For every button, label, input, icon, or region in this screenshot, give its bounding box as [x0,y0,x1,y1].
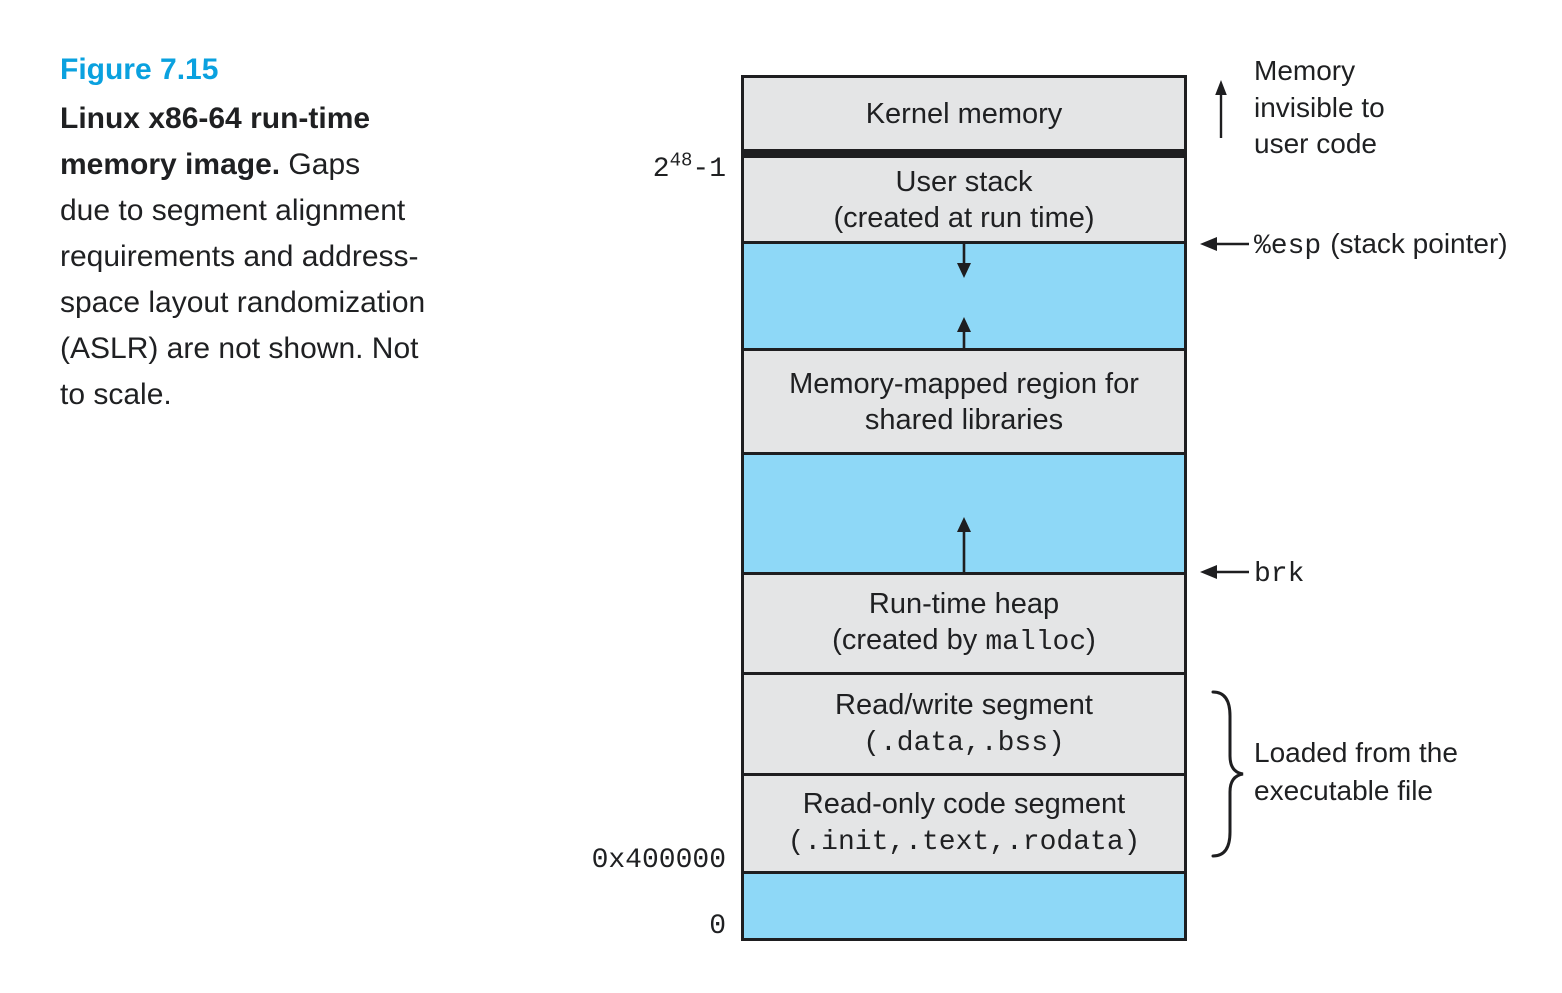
annotation-line: Memory [1254,55,1356,86]
segment-heap-growth-gap [744,452,1184,572]
segment-label: Run-time heap [868,588,1060,620]
caption-line: Linux x86-64 run-time [60,102,371,135]
caption-line: memory image. Gaps [60,148,361,181]
annotation-line: Loaded from the [1254,737,1458,768]
segment-label: (.init,.text,.rodata) [787,827,1141,858]
annotation-loaded-from-executable: Loaded from the executable file [1254,734,1458,810]
segment-read-only-segment: Read-only code segment (.init,.text,.roda… [744,773,1184,871]
heap-up-arrow-icon [953,517,975,572]
segment-stack-growth-gap [744,241,1184,348]
left-arrow-esp-icon [1199,235,1251,253]
address-label-start: 0x400000 [591,845,726,876]
segment-label: Kernel memory [865,97,1063,130]
figure-number: Figure 7.15 [60,53,219,86]
address-label-top: 248-1 [652,149,726,185]
caption-line: space layout randomization [60,286,426,319]
segment-user-stack: User stack(created at run time) [744,158,1184,241]
left-arrow-brk-icon [1199,563,1251,581]
segment-label: shared libraries [864,403,1064,436]
brace-icon [1210,690,1246,858]
caption-line: (ASLR) are not shown. Not [60,332,419,365]
segment-label: (created by malloc) [832,624,1096,658]
segment-label: Read/write segment [835,688,1093,721]
caption-line: requirements and address- [60,240,419,273]
caption-line: due to segment alignment [60,194,406,227]
segment-label: (.data,.bss) [863,727,1065,759]
figure-caption: Figure 7.15 Linux x86-64 run-time memory … [60,50,530,418]
annotation-memory-invisible: Memory invisible to user code [1254,53,1385,163]
annotation-line: executable file [1254,775,1434,806]
annotation-line: user code [1254,128,1377,159]
segment-bottom-gap [744,871,1184,938]
segment-runtime-heap: Run-time heap (created by malloc) [744,572,1184,672]
segment-label: Memory-mapped region for [789,367,1139,400]
segment-label: User stack [895,165,1033,198]
stack-down-arrow-icon [953,244,975,278]
segment-read-write-segment: Read/write segment (.data,.bss) [744,672,1184,773]
segment-label: (created at run time) [833,201,1095,234]
annotation-stack-pointer: %esp(stack pointer) [1254,228,1508,262]
segment-kernel-memory: Kernel memory [744,78,1184,149]
up-arrow-icon [1212,80,1230,140]
caption-line: to scale. [60,378,172,411]
figure-caption-text: Linux x86-64 run-time memory image. Gaps d… [60,96,530,418]
annotation-line: invisible to [1254,91,1385,123]
mmap-up-arrow-icon [953,317,975,348]
segment-label: Read-only code segment [802,788,1126,820]
segment-kernel-divider-bar [744,149,1184,158]
address-label-zero: 0 [709,911,726,942]
annotation-brk: brk [1254,559,1305,590]
